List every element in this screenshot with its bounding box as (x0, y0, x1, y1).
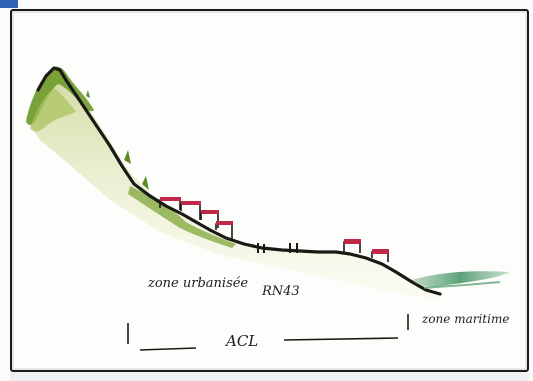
summit-vegetation-light (30, 88, 76, 132)
label-zone-urbanisee: zone urbanisée (147, 276, 248, 291)
road-markers (257, 243, 298, 253)
label-road: RN43 (261, 284, 300, 299)
terrain-profile-line (36, 66, 442, 296)
sea-shore (423, 281, 501, 289)
drawing-board (10, 9, 529, 372)
hill-wash (26, 68, 440, 300)
slope-vegetation (128, 186, 236, 248)
bottom-shade (10, 372, 529, 381)
label-acl: ACL (224, 332, 258, 350)
sea-zone (412, 271, 510, 287)
corner-tab (0, 0, 18, 8)
house-roofs (160, 197, 389, 254)
label-zone-maritime: zone maritime (421, 312, 509, 326)
acl-extent (127, 314, 409, 351)
